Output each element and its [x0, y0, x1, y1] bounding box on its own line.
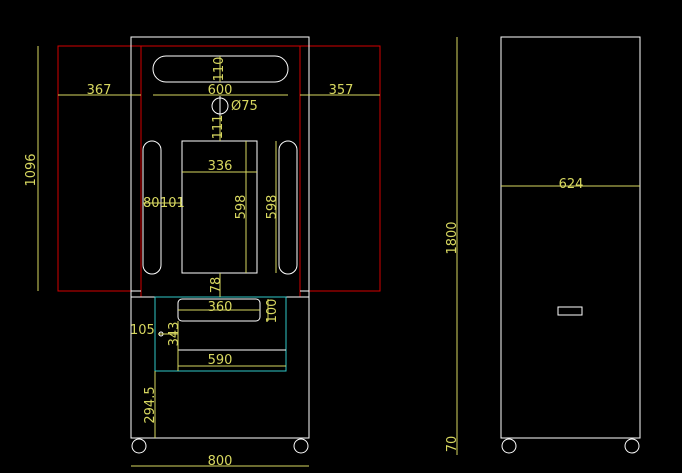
dim-slot-110: 110 — [212, 57, 227, 82]
dim-left-80: 80 — [143, 196, 160, 211]
dim-basin-590: 590 — [208, 353, 233, 368]
dim-basin-105: 105 — [130, 323, 155, 338]
dim-width-total: 800 — [208, 454, 233, 469]
dim-side-height: 1800 — [445, 221, 460, 254]
dim-window-336: 336 — [208, 159, 233, 174]
right-side-slot — [278, 140, 298, 275]
left-side-slot — [142, 140, 162, 275]
dim-window-598: 598 — [234, 195, 249, 220]
dim-floor-294: 294.5 — [143, 386, 158, 423]
dim-right-panel: 357 — [329, 83, 354, 98]
dim-slot-598: 598 — [265, 195, 280, 220]
front-wheel-right — [293, 438, 309, 454]
dim-basin-100: 100 — [265, 299, 280, 324]
dim-basin-343: 343 — [167, 322, 182, 347]
dim-side-foot: 70 — [445, 436, 460, 453]
front-wheel-left — [131, 438, 147, 454]
dim-side-depth: 624 — [559, 177, 584, 192]
dim-top-600: 600 — [208, 83, 233, 98]
dim-basin-360: 360 — [208, 300, 233, 315]
dim-height-1096: 1096 — [24, 153, 39, 186]
dim-hole-75: Ø75 — [231, 99, 258, 114]
dim-gap-111: 111 — [211, 115, 226, 140]
dim-bottom-78: 78 — [209, 277, 224, 294]
dim-left-panel: 367 — [87, 83, 112, 98]
side-wheel-right — [624, 438, 640, 454]
dim-left-101: 101 — [160, 196, 185, 211]
front-dimension-lines — [37, 46, 380, 467]
side-cabinet-outline — [500, 36, 641, 439]
side-wheel-left — [501, 438, 517, 454]
